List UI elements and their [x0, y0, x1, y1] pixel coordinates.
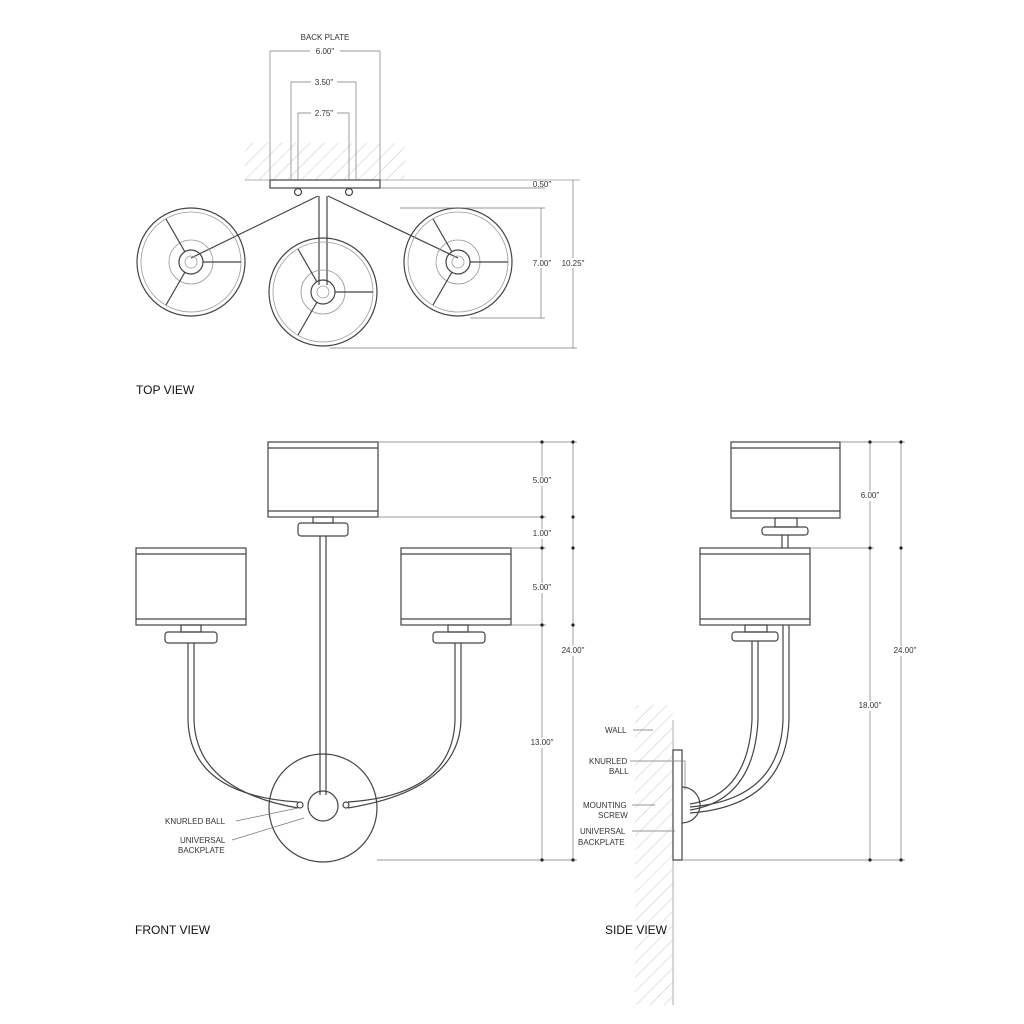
- dim-overall: 24.00": [562, 646, 585, 655]
- dim-width: 6.00": [316, 47, 335, 56]
- side-lower-shade: [699, 547, 811, 626]
- right-arm: [347, 643, 456, 803]
- shade-top-3: [403, 207, 513, 317]
- side-view: 6.00" 18.00" 24.00" WALL KNURLED BALL MOUN…: [578, 440, 920, 1005]
- front-view: 5.00" 1.00" 5.00" 13.00" 24.00" KNURLED BALL…: [135, 440, 588, 937]
- universal-backplate-label-2: BACKPLATE: [578, 838, 625, 847]
- back-plate: [269, 179, 381, 189]
- side-backplate: [672, 749, 683, 861]
- knurled-ball-label: KNURLED: [589, 757, 627, 766]
- dim-mount-inner: 2.75": [315, 109, 334, 118]
- top-view: BACK PLATE 6.00" 3.50" 2.75" 0.50" 7.00"…: [136, 33, 588, 397]
- dim-lower: 18.00": [859, 701, 882, 710]
- dim-overall-depth: 10.25": [562, 259, 585, 268]
- dim-lower: 13.00": [531, 738, 554, 747]
- shade-top-1: [136, 207, 246, 317]
- dim-top-shade: 6.00": [861, 491, 880, 500]
- ceiling-hatch: [245, 143, 405, 180]
- dim-gap: 1.00": [533, 529, 552, 538]
- knurled-ball-label-2: BALL: [609, 767, 629, 776]
- dim-side-shade: 5.00": [533, 583, 552, 592]
- dim-overall: 24.00": [894, 646, 917, 655]
- mounting-screw-label-2: SCREW: [598, 811, 628, 820]
- shade-top-2: [268, 237, 378, 347]
- wall-hatch: [635, 705, 673, 1005]
- back-plate-label: BACK PLATE: [301, 33, 350, 42]
- universal-backplate-label: UNIVERSAL: [580, 827, 626, 836]
- right-shade: [400, 547, 512, 626]
- mounting-screw-label: MOUNTING: [583, 801, 627, 810]
- left-shade: [135, 547, 247, 626]
- side-top-shade: [730, 441, 841, 519]
- knurled-ball-label: KNURLED BALL: [165, 817, 226, 826]
- side-view-title: SIDE VIEW: [605, 923, 668, 937]
- universal-backplate: [268, 753, 378, 863]
- front-view-title: FRONT VIEW: [135, 923, 211, 937]
- dim-shade-depth: 7.00": [533, 259, 552, 268]
- arms: [190, 195, 459, 285]
- dim-top-shade: 5.00": [533, 476, 552, 485]
- universal-backplate-label-2: BACKPLATE: [178, 846, 225, 855]
- dim-mount-outer: 3.50": [315, 78, 334, 87]
- top-view-title: TOP VIEW: [136, 383, 195, 397]
- dim-plate-depth: 0.50": [533, 180, 552, 189]
- universal-backplate-label: UNIVERSAL: [180, 836, 226, 845]
- wall-label: WALL: [605, 726, 627, 735]
- left-arm: [187, 643, 299, 803]
- top-shade: [267, 441, 379, 518]
